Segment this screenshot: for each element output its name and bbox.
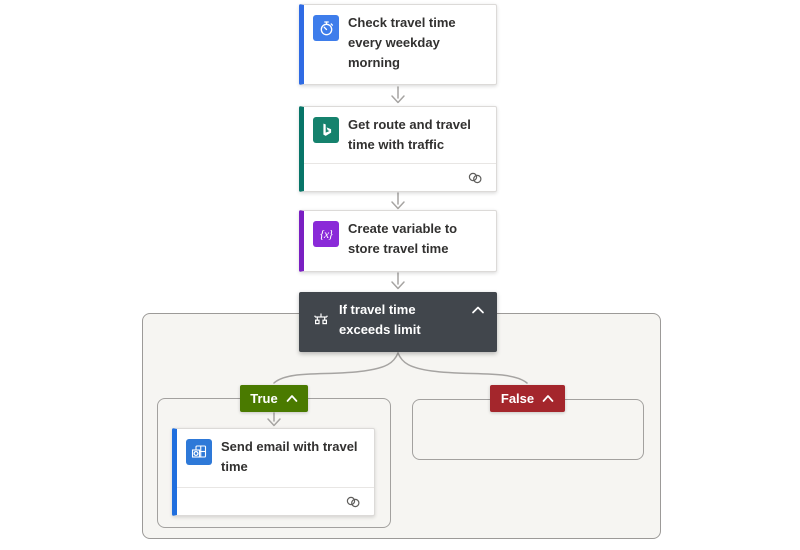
chevron-up-icon[interactable]	[286, 394, 298, 403]
false-branch-badge[interactable]: False	[490, 385, 565, 412]
action-card-send-email[interactable]: Send email with travel time	[172, 428, 375, 516]
card-footer	[304, 163, 496, 191]
action-card-create-variable[interactable]: {x} Create variable to store travel time	[299, 210, 497, 272]
connector-arrowhead-icon	[391, 201, 405, 210]
variable-icon-glyph: {x}	[320, 226, 333, 241]
send-email-card-title: Send email with travel time	[221, 439, 358, 474]
stopwatch-icon	[313, 15, 339, 41]
bing-maps-icon	[313, 117, 339, 143]
trigger-card-check-travel-time[interactable]: Check travel time every weekday morning	[299, 4, 497, 85]
true-branch-badge[interactable]: True	[240, 385, 308, 412]
true-branch-label: True	[250, 391, 278, 406]
outlook-icon	[186, 439, 212, 465]
condition-card-title: If travel time exceeds limit	[339, 302, 421, 337]
create-variable-card-title: Create variable to store travel time	[348, 221, 458, 256]
card-footer	[177, 487, 374, 515]
connector-arrowhead-icon	[391, 281, 405, 290]
connection-link-icon[interactable]	[344, 495, 362, 509]
chevron-up-icon[interactable]	[542, 394, 554, 403]
chevron-up-icon[interactable]	[471, 305, 485, 315]
connector-arrowhead-icon	[391, 95, 405, 104]
connection-link-icon[interactable]	[466, 171, 484, 185]
get-route-card-title: Get route and travel time with traffic	[348, 117, 471, 152]
condition-icon	[311, 310, 331, 330]
variable-icon: {x}	[313, 221, 339, 247]
action-card-get-route[interactable]: Get route and travel time with traffic	[299, 106, 497, 192]
condition-card-if-travel-time[interactable]: If travel time exceeds limit	[299, 292, 497, 352]
trigger-card-title: Check travel time every weekday morning	[348, 15, 456, 70]
false-branch-label: False	[500, 391, 535, 406]
